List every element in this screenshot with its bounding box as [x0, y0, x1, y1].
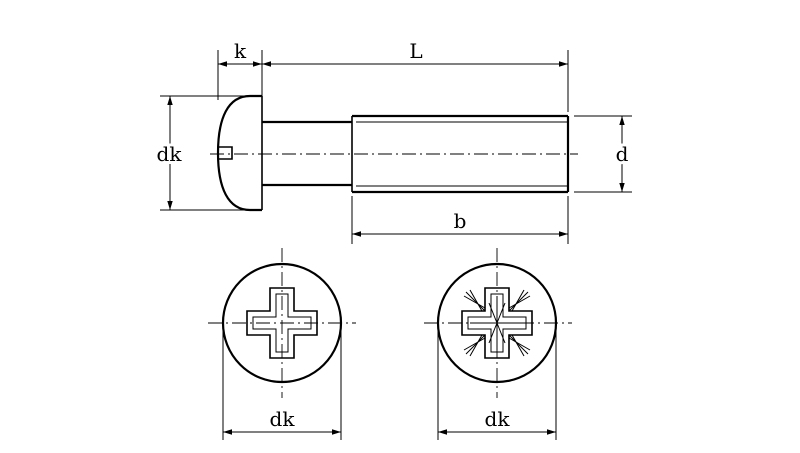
side-view: k L dk d b — [154, 39, 632, 244]
dk-side-label: dk — [157, 142, 183, 166]
d-label: d — [616, 142, 629, 166]
b-label: b — [454, 209, 467, 233]
pozidriv-star-marks — [463, 289, 531, 357]
phillips-icon — [246, 287, 318, 359]
head-slot — [218, 146, 233, 160]
screw-head-outline — [216, 94, 262, 212]
pozidriv-head-view: dk — [424, 248, 572, 440]
dk-phillips-label: dk — [270, 407, 296, 431]
phillips-head-view: dk — [208, 248, 356, 440]
k-label: k — [234, 39, 247, 63]
dk-pozidriv-label: dk — [485, 407, 511, 431]
L-label: L — [409, 39, 422, 63]
